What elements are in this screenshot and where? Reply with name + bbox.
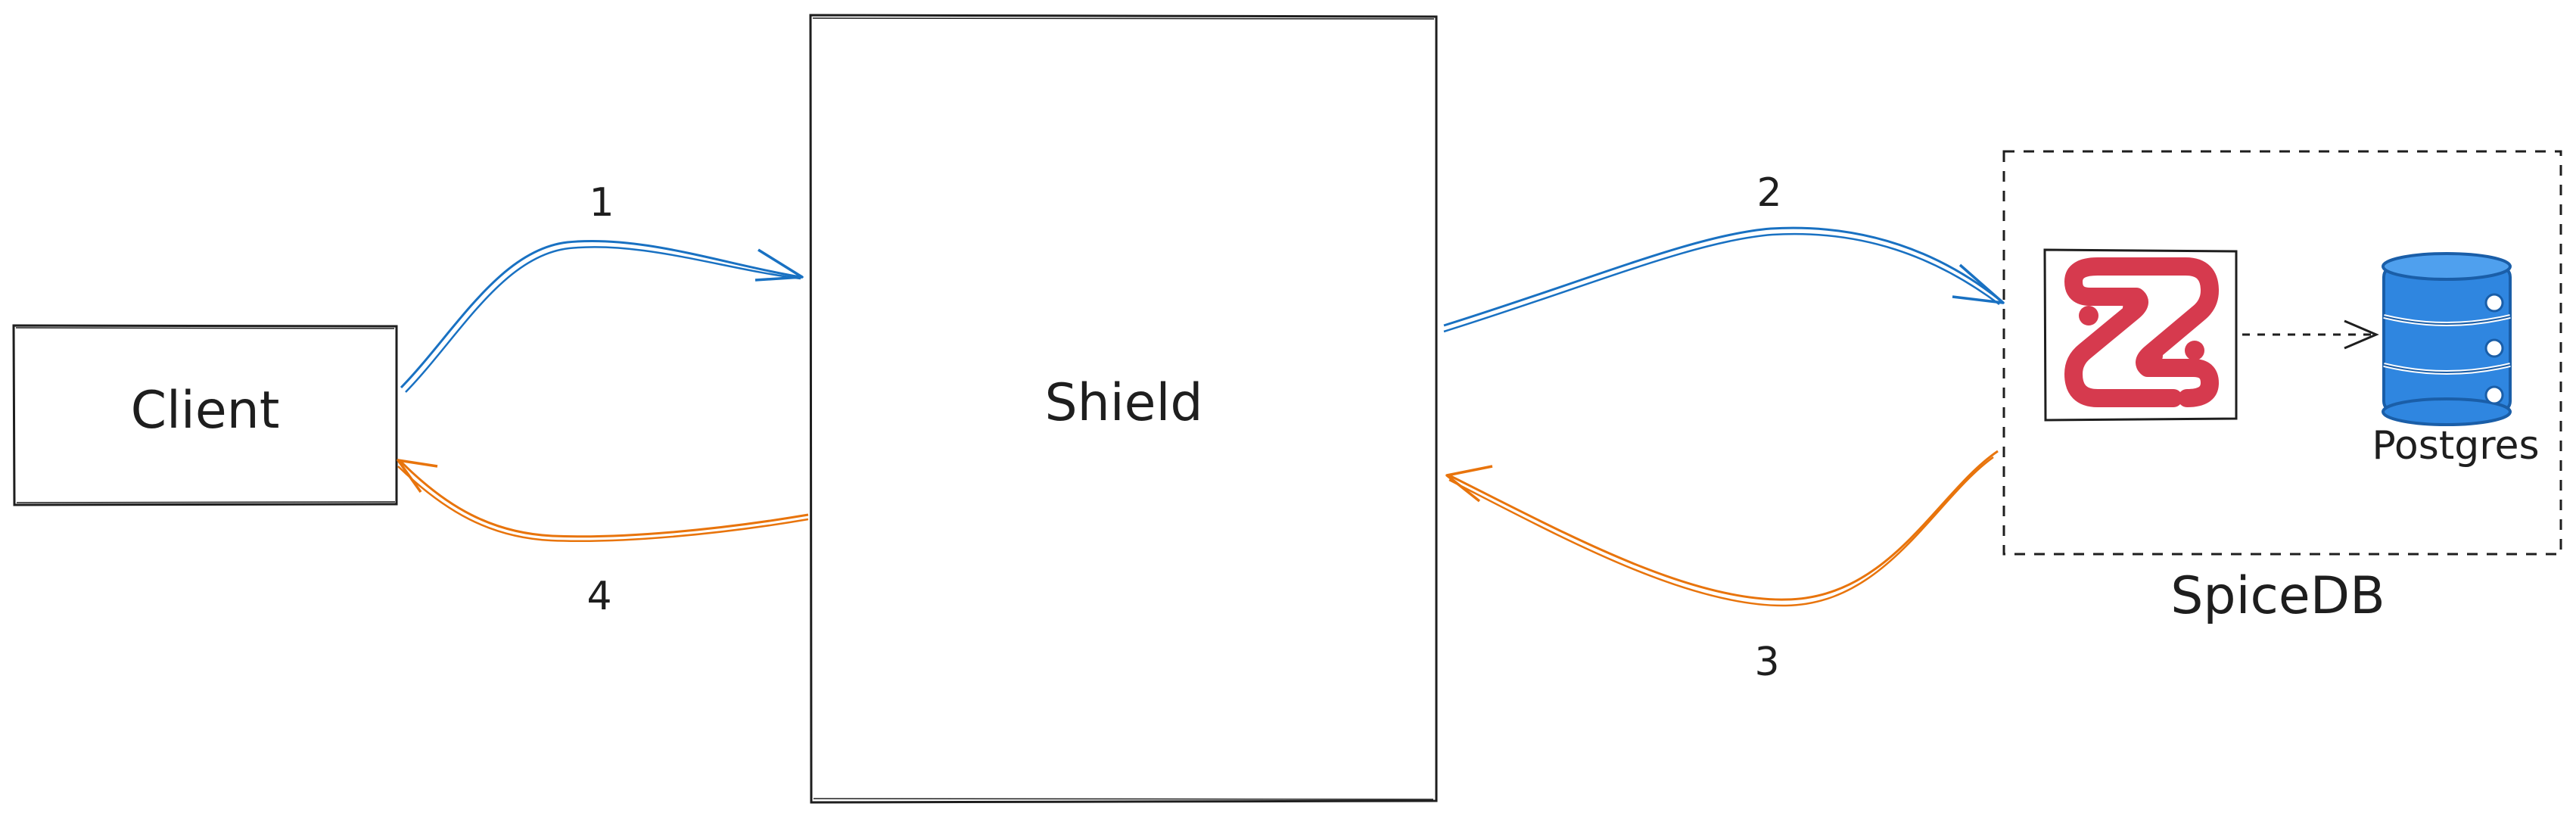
postgres-node: Postgres bbox=[2372, 252, 2540, 469]
client-label: Client bbox=[131, 381, 280, 441]
postgres-label: Postgres bbox=[2372, 423, 2539, 469]
spicedb-logo-box bbox=[2043, 248, 2238, 422]
spicedb-logo-icon bbox=[2064, 257, 2219, 407]
client-node: Client bbox=[12, 324, 398, 506]
arrow-3-label: 3 bbox=[1754, 640, 1779, 685]
database-icon bbox=[2382, 252, 2512, 426]
arrow-4-shield-to-client: 4 bbox=[397, 459, 809, 619]
arrow-4-label: 4 bbox=[586, 574, 611, 619]
arrow-2-label: 2 bbox=[1756, 170, 1781, 216]
shield-label: Shield bbox=[1044, 373, 1202, 433]
spicedb-node: SpiceDB bbox=[2002, 150, 2562, 626]
spicedb-label: SpiceDB bbox=[2170, 566, 2385, 626]
arrow-1-client-to-shield: 1 bbox=[400, 180, 804, 393]
arrow-1-label: 1 bbox=[589, 180, 614, 226]
spicedb-to-postgres-arrow bbox=[2242, 319, 2379, 350]
shield-node: Shield bbox=[809, 14, 1438, 804]
arrow-2-shield-to-spicedb: 2 bbox=[1443, 170, 2005, 333]
arrow-3-spicedb-to-shield: 3 bbox=[1445, 450, 1999, 685]
